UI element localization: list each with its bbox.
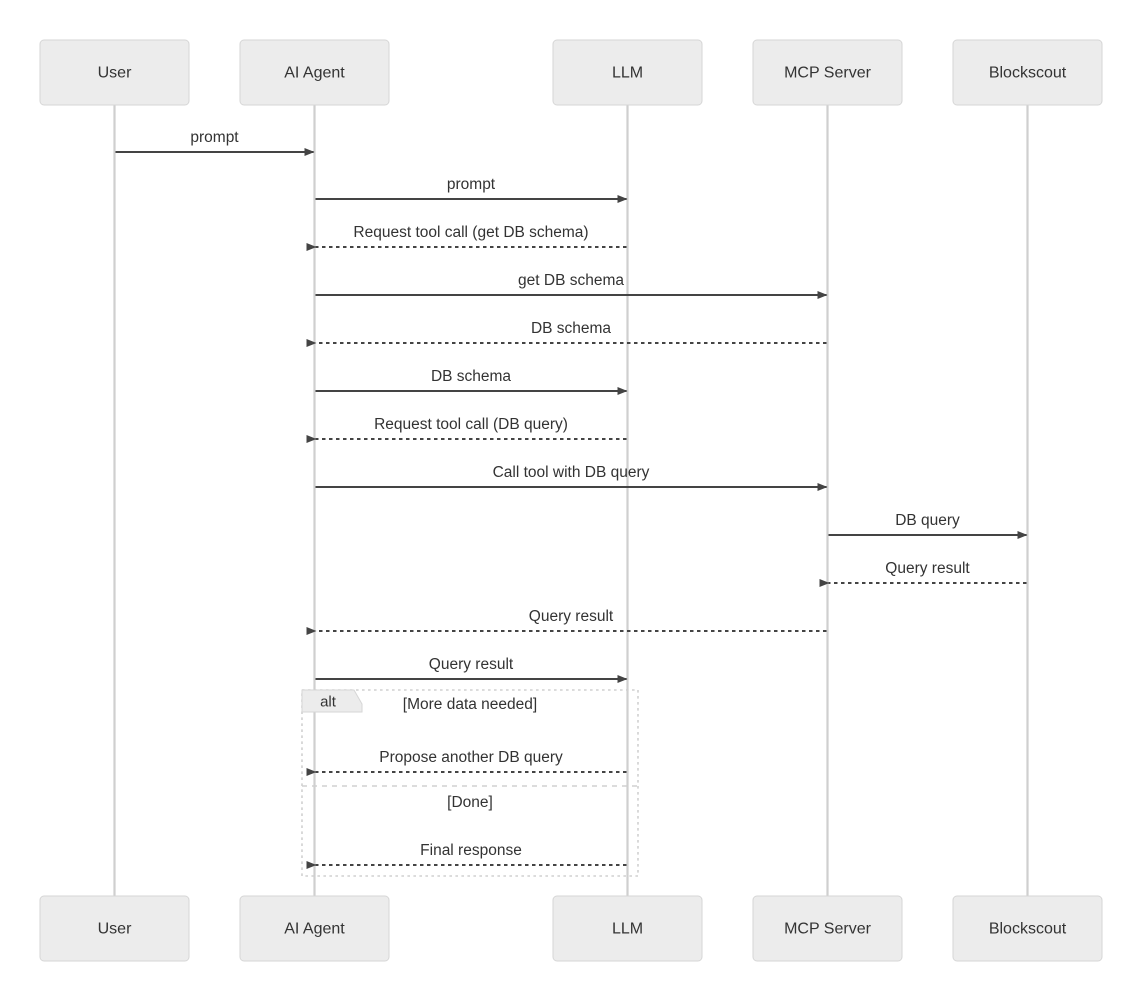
message-label-m11: Query result [529,608,614,625]
message-label-m12: Query result [429,656,514,673]
alt-fragment-tag-label: alt [320,694,337,711]
participant-box-ai_agent-bottom[interactable] [239,895,390,962]
participant-label-mcp_server-bottom: MCP Server [784,921,872,938]
participant-label-blockscout-bottom: Blockscout [989,921,1067,938]
alt-condition-branch-more-data: [More data needed] [403,696,537,713]
participant-label-ai_agent-top: AI Agent [284,65,345,82]
message-label-m7: Request tool call (DB query) [374,416,568,433]
participant-box-user-top[interactable] [39,39,190,106]
alt-fragment-tag-shape [301,689,363,713]
participant-box-mcp_server-bottom[interactable] [752,895,903,962]
message-label-m10: Query result [885,560,970,577]
participant-box-ai_agent-top[interactable] [239,39,390,106]
message-label-m5: DB schema [531,320,611,337]
participant-label-user-top: User [98,65,132,82]
participant-label-user-bottom: User [98,921,132,938]
message-label-m6: DB schema [431,368,511,385]
participants-bottom: User AI Agent LLM MCP Server Blockscout [39,895,1103,962]
participant-box-blockscout-top[interactable] [952,39,1103,106]
participant-label-mcp_server-top: MCP Server [784,65,872,82]
message-label-m9: DB query [895,512,960,529]
message-label-m14: Final response [420,842,522,859]
alt-fragment [301,689,639,877]
message-label-m1: prompt [190,129,239,146]
alt-fragment-labels: alt [More data needed] [Done] [301,689,537,811]
alt-condition-branch-done: [Done] [447,794,493,811]
message-label-m4: get DB schema [518,272,624,289]
lifelines-group [113,105,1029,896]
participant-box-llm-top[interactable] [552,39,703,106]
participant-label-llm-bottom: LLM [612,921,643,938]
participant-label-llm-top: LLM [612,65,643,82]
participant-label-blockscout-top: Blockscout [989,65,1067,82]
message-label-m13: Propose another DB query [379,749,563,766]
participants-top: User AI Agent LLM MCP Server Blockscout [39,39,1103,106]
participant-box-mcp_server-top[interactable] [752,39,903,106]
participant-label-ai_agent-bottom: AI Agent [284,921,345,938]
participant-box-user-bottom[interactable] [39,895,190,962]
message-label-m3: Request tool call (get DB schema) [353,224,588,241]
participant-box-llm-bottom[interactable] [552,895,703,962]
message-label-m2: prompt [447,176,496,193]
message-label-m8: Call tool with DB query [493,464,650,481]
participant-box-blockscout-bottom[interactable] [952,895,1103,962]
alt-fragment-border [301,689,639,877]
